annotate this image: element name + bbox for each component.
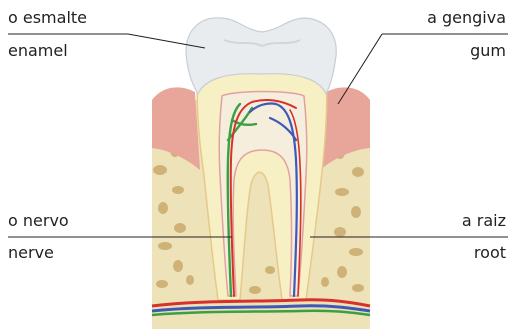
nerve-portuguese-label: o nervo [8,211,69,231]
enamel-portuguese-label: o esmalte [8,8,87,28]
gum-english-label: gum [470,41,506,61]
nerve-english-label: nerve [8,243,54,263]
gum-portuguese-label: a gengiva [427,8,506,28]
root-portuguese-label: a raiz [462,211,506,231]
base-vessels [152,300,370,315]
root-english-label: root [474,243,506,263]
enamel-english-label: enamel [8,41,68,61]
